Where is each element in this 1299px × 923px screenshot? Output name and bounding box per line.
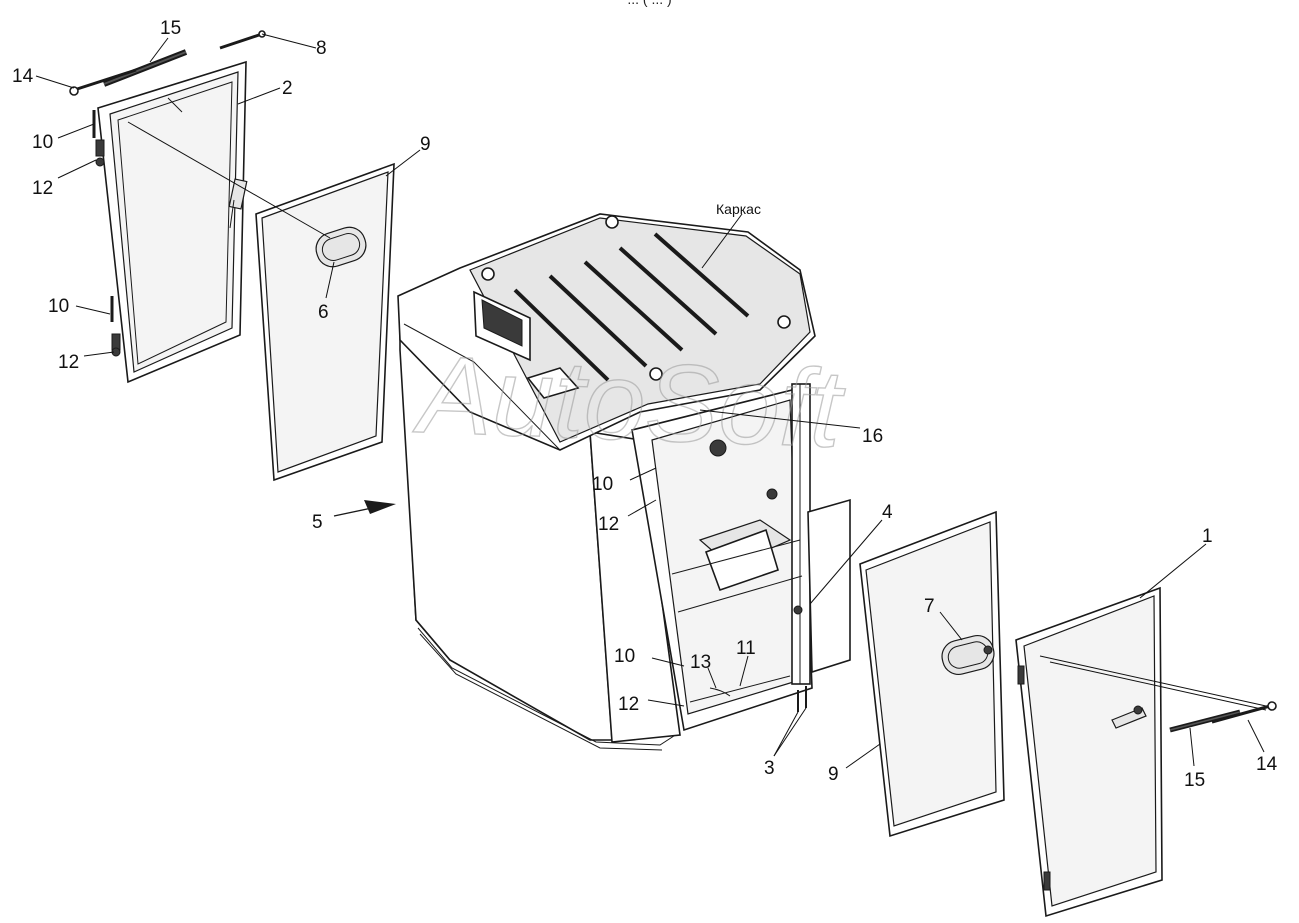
leader-lines — [35, 33, 1265, 769]
left-glass-panel — [255, 162, 395, 482]
label-15-left: 15 — [160, 18, 181, 39]
right-wiper-assembly — [1169, 701, 1277, 733]
wiper-arm-part-8 — [219, 30, 266, 50]
label-12-a: 12 — [32, 178, 53, 199]
left-wiper-assembly — [69, 49, 188, 96]
label-1: 1 — [1202, 526, 1213, 547]
label-10-d: 10 — [614, 646, 635, 667]
label-11: 11 — [736, 638, 756, 659]
right-glass-panel — [859, 510, 1005, 838]
right-light-axis-line-2 — [1049, 661, 1267, 711]
label-12-c: 12 — [598, 514, 619, 535]
left-door-frame — [95, 60, 248, 384]
label-4: 4 — [882, 502, 893, 523]
label-12-b: 12 — [58, 352, 79, 373]
label-9-bottom: 9 — [828, 764, 839, 785]
watermark: AutoSoft — [411, 333, 847, 471]
label-10-a: 10 — [32, 132, 53, 153]
label-14-left: 14 — [12, 66, 34, 87]
label-13: 13 — [690, 652, 711, 673]
label-10-b: 10 — [48, 296, 69, 317]
label-3: 3 — [764, 758, 775, 779]
label-16: 16 — [862, 426, 883, 447]
label-8: 8 — [316, 38, 327, 59]
label-12-d: 12 — [618, 694, 639, 715]
header-partial-title: ... ( ... ) — [0, 0, 1299, 7]
label-5: 5 — [312, 512, 323, 533]
label-10-c: 10 — [592, 474, 613, 495]
label-15-right: 15 — [1184, 770, 1205, 791]
label-6: 6 — [318, 302, 329, 323]
label-9-top: 9 — [420, 134, 431, 155]
left-light-axis-line — [127, 121, 331, 239]
label-2: 2 — [282, 78, 293, 99]
right-light-axis-line — [1039, 655, 1267, 707]
label-14-right: 14 — [1256, 754, 1278, 775]
right-door-frame — [1015, 586, 1163, 918]
cab-body — [397, 213, 851, 751]
view-direction-arrow — [333, 500, 396, 517]
label-7: 7 — [924, 596, 935, 617]
label-frame: Каркас — [716, 201, 761, 217]
